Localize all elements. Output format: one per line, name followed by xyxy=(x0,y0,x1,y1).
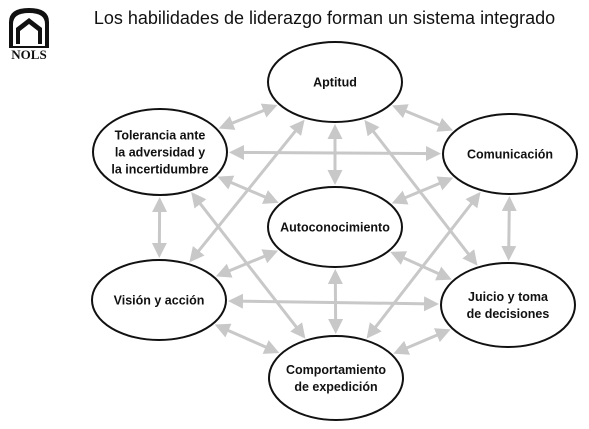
node-label-comportamiento-1: de expedición xyxy=(294,380,377,394)
connector-juicio-autoconocimiento xyxy=(390,251,452,281)
node-label-aptitud-0: Aptitud xyxy=(313,76,357,90)
connector-comunicacion-comportamiento xyxy=(366,191,481,339)
connector-layer xyxy=(151,103,517,355)
node-tolerancia: Tolerancia ante la adversidad y la incerti… xyxy=(92,108,228,196)
connector-juicio-comportamiento xyxy=(393,328,451,355)
connector-vision-juicio xyxy=(227,293,440,312)
connector-comportamiento-vision xyxy=(214,323,280,354)
node-label-comunicacion-0: Comunicación xyxy=(467,148,553,162)
connector-tolerancia-comunicacion xyxy=(228,144,442,162)
node-ellipse-vision xyxy=(91,259,227,341)
connector-tolerancia-comportamiento xyxy=(191,192,306,339)
node-comportamiento: Comportamiento de expedición xyxy=(268,335,404,421)
connector-aptitud-comunicacion xyxy=(392,104,453,132)
node-vision: Visión y acción xyxy=(91,259,227,341)
node-ellipse-autoconocimiento xyxy=(267,186,403,268)
diagram-title: Los habilidades de liderazgo forman un s… xyxy=(93,8,556,28)
node-label-vision-0: Visión y acción xyxy=(114,294,205,308)
node-comunicacion: Comunicación xyxy=(442,113,578,195)
connector-comunicacion-autoconocimiento xyxy=(391,176,454,205)
node-label-juicio-0: Juicio y toma xyxy=(468,290,549,304)
connector-tolerancia-aptitud xyxy=(218,103,278,130)
node-ellipse-comunicacion xyxy=(442,113,578,195)
node-aptitud: Aptitud xyxy=(267,41,403,123)
nols-logo-icon xyxy=(9,8,49,48)
node-ellipse-aptitud xyxy=(267,41,403,123)
node-label-tolerancia-0: Tolerancia ante xyxy=(115,129,206,143)
node-ellipse-tolerancia xyxy=(92,108,228,196)
node-label-comportamiento-0: Comportamiento xyxy=(286,363,386,377)
node-label-autoconocimiento-0: Autoconocimiento xyxy=(280,221,390,235)
node-label-tolerancia-1: la adversidad y xyxy=(115,146,205,160)
node-ellipse-comportamiento xyxy=(268,335,404,421)
node-label-tolerancia-2: la incertidumbre xyxy=(111,163,208,177)
node-label-juicio-1: de decisiones xyxy=(467,307,550,321)
nols-logo-text: NOLS xyxy=(11,47,47,62)
node-autoconocimiento: Autoconocimiento xyxy=(267,186,403,268)
nols-logo xyxy=(4,4,54,66)
node-ellipse-juicio xyxy=(440,262,576,348)
node-juicio: Juicio y toma de decisiones xyxy=(440,262,576,348)
connector-comunicacion-juicio xyxy=(501,195,517,262)
